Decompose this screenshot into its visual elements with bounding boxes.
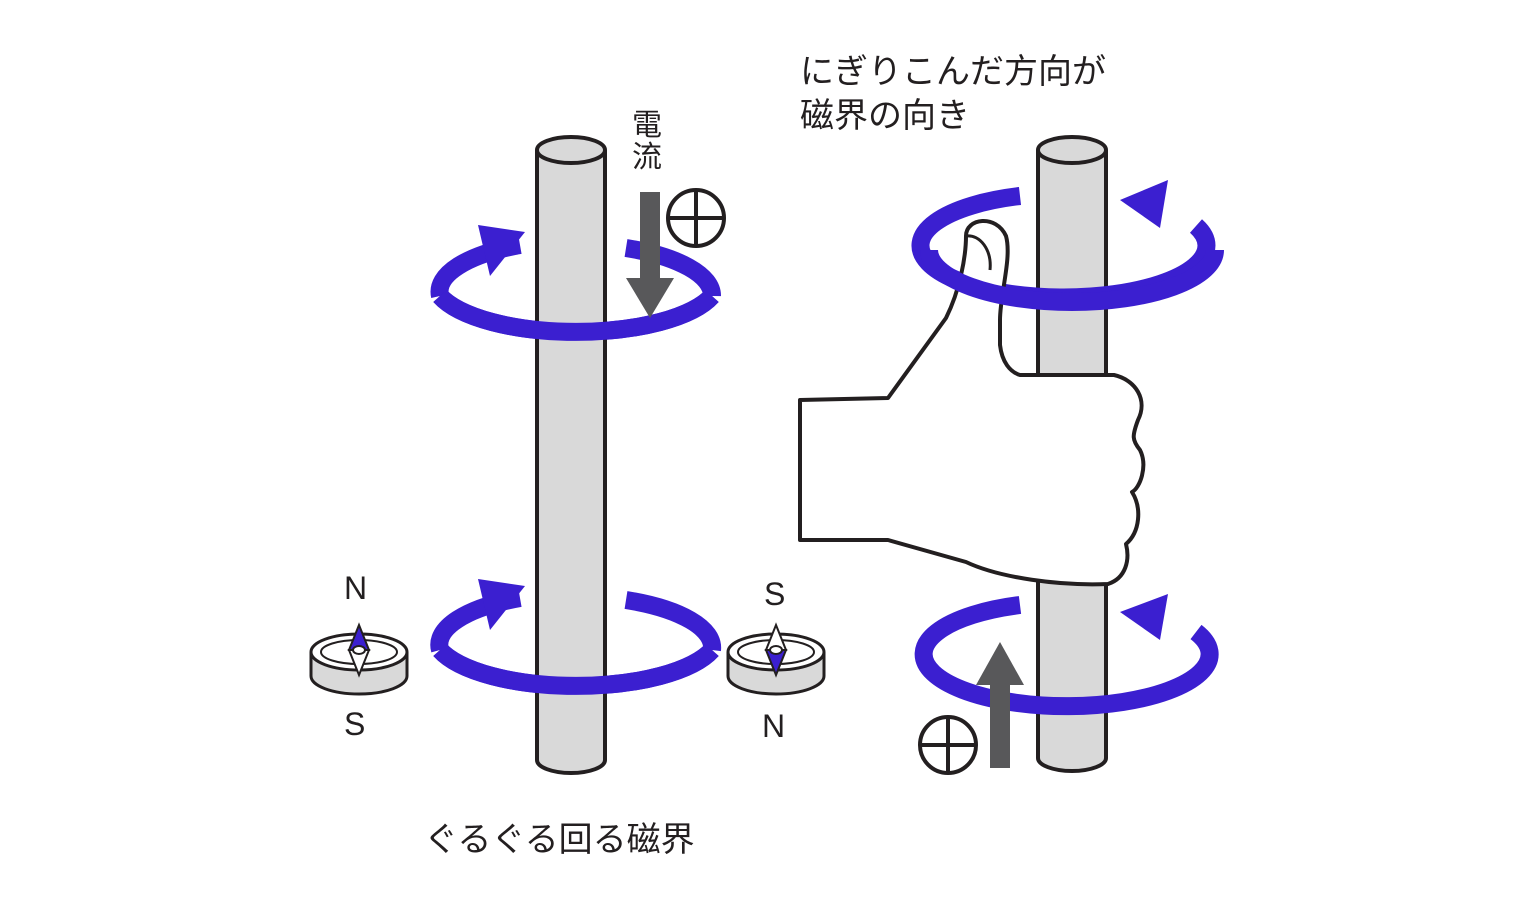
left-compass — [309, 622, 409, 696]
left-ring-top-front — [433, 289, 719, 341]
current-arrow-down — [626, 192, 674, 318]
right-compass — [726, 622, 826, 696]
hand-illustration — [798, 219, 1146, 587]
left-wire — [535, 135, 607, 775]
current-arrow-up — [976, 642, 1024, 768]
caption-right-line1: にぎりこんだ方向が — [800, 52, 1106, 92]
compass-right-top-label: S — [764, 576, 786, 612]
compass-right-bottom-label: N — [762, 708, 786, 744]
right-field-ring-bottom — [914, 594, 1219, 716]
current-label: 電流 — [632, 108, 662, 175]
caption-right-line2: 磁界の向き — [800, 96, 970, 136]
compass-left-bottom-label: S — [344, 706, 366, 742]
current-direction-symbol-bottom — [918, 715, 978, 775]
compass-left-top-label: N — [344, 570, 368, 606]
caption-left: ぐるぐる回る磁界 — [424, 820, 695, 860]
current-direction-symbol-top — [666, 188, 726, 248]
right-ring-top-front — [920, 249, 1224, 311]
left-ring-bottom-front — [433, 643, 719, 695]
